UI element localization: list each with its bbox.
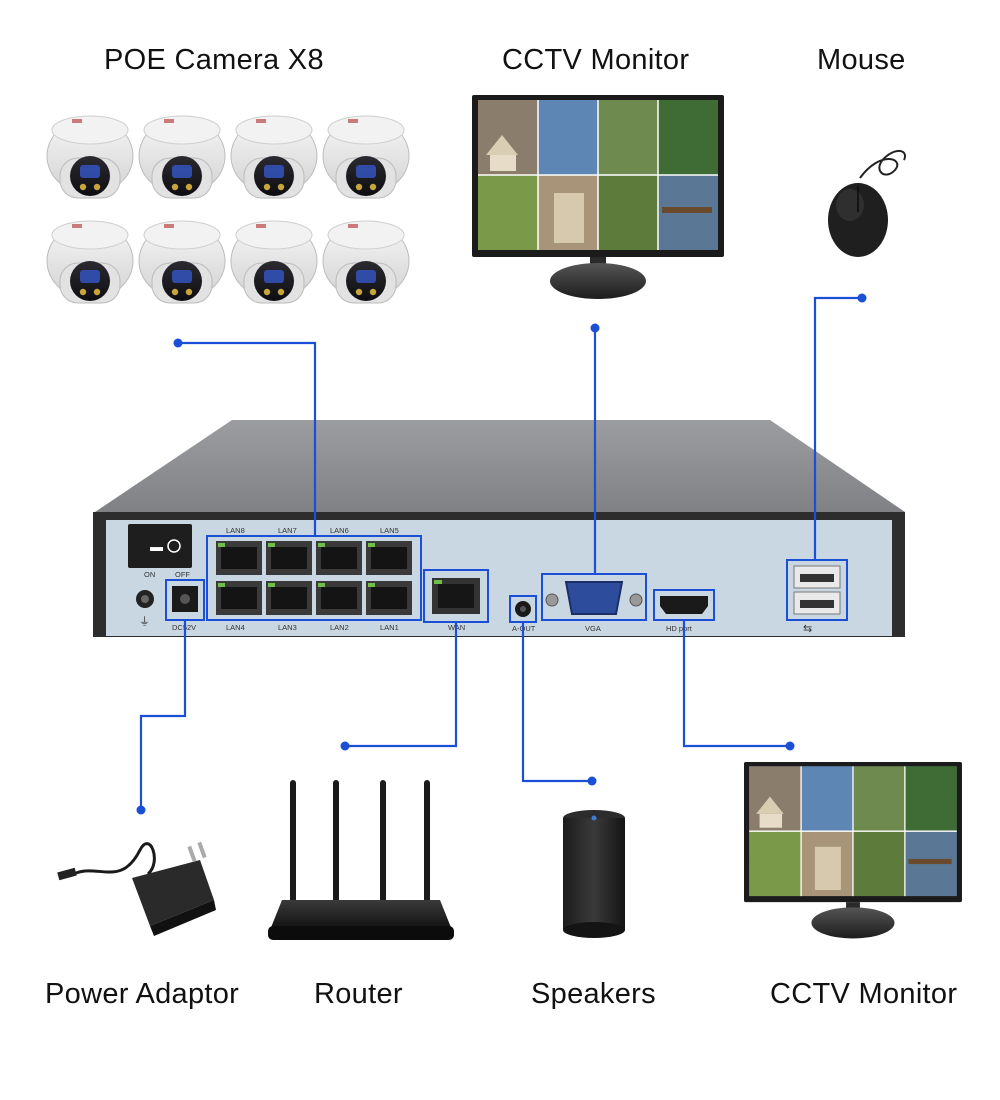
speaker-icon [563, 810, 625, 938]
connector-dot [785, 741, 795, 751]
poe-cameras [46, 115, 410, 304]
lan-label: LAN1 [380, 623, 399, 632]
cctv-monitor-icon [743, 761, 963, 940]
camera-connector [178, 341, 317, 536]
connector-lines [139, 296, 862, 810]
connector-dot [340, 741, 350, 751]
connector-dot [173, 338, 183, 348]
connector-dot [590, 323, 600, 333]
cameras-caption: POE Camera X8 [104, 44, 324, 76]
switch-on-label: ON [144, 570, 155, 579]
router-icon [268, 780, 454, 940]
poe-camera-icon [46, 115, 134, 199]
power-connector [139, 620, 187, 810]
mouse-connector [813, 296, 862, 560]
connector-dot [587, 776, 597, 786]
lan-port-icon [316, 581, 362, 615]
cctv-monitor-icon [471, 94, 725, 300]
poe-camera-icon [322, 115, 410, 199]
poe-camera-icon [138, 115, 226, 199]
lan-port-icon [266, 581, 312, 615]
lan-port-icon [366, 581, 412, 615]
lan-label: LAN3 [278, 623, 297, 632]
power-adaptor-caption: Power Adaptor [45, 978, 240, 1010]
router-caption: Router [314, 978, 403, 1010]
power-switch-icon [128, 524, 192, 568]
mouse-icon [828, 149, 906, 257]
connector-dot [857, 293, 867, 303]
poe-camera-icon [138, 220, 226, 304]
nvr-back-panel [106, 520, 892, 636]
lan-label: LAN2 [330, 623, 349, 632]
speakers-connector [521, 622, 592, 783]
hd-port-label: HD port [666, 624, 693, 633]
usb-ports-box [786, 559, 848, 621]
lan-label: LAN8 [226, 526, 245, 535]
lan-label: LAN4 [226, 623, 245, 632]
lan-ports [216, 541, 412, 615]
switch-off-label: OFF [175, 570, 190, 579]
svg-text:▬: ▬ [150, 539, 163, 554]
poe-camera-icon [46, 220, 134, 304]
mouse-caption: Mouse [817, 44, 906, 76]
monitor-bottom-connector [682, 620, 790, 748]
connector-dot [136, 805, 146, 815]
lan-port-icon [366, 541, 412, 575]
poe-camera-icon [230, 220, 318, 304]
nvr-top-panel [95, 420, 905, 512]
lan-label: LAN6 [330, 526, 349, 535]
poe-camera-icon [322, 220, 410, 304]
usb-symbol-icon: ⇆ [803, 622, 812, 635]
hdmi-port-icon [660, 596, 708, 614]
lan-label: LAN7 [278, 526, 297, 535]
vga-port-icon [564, 581, 624, 615]
lan-port-icon [316, 541, 362, 575]
speakers-caption: Speakers [531, 978, 656, 1010]
connector-dots [136, 293, 867, 815]
lan-label: LAN5 [380, 526, 399, 535]
poe-camera-icon [230, 115, 318, 199]
lan-port-icon [266, 541, 312, 575]
monitor-top-caption: CCTV Monitor [502, 44, 690, 76]
ground-icon: ⏚ [139, 615, 150, 628]
monitor-bottom-caption: CCTV Monitor [770, 978, 958, 1010]
lan-port-icon [216, 541, 262, 575]
vga-label: VGA [585, 624, 601, 633]
router-connector [345, 622, 458, 748]
power-adaptor-icon [57, 841, 216, 936]
nvr-recorder: ▬ ON OFF ⏚ DC52V LAN8 LAN7 LAN6 LAN5 LAN… [93, 420, 905, 637]
lan-port-icon [216, 581, 262, 615]
